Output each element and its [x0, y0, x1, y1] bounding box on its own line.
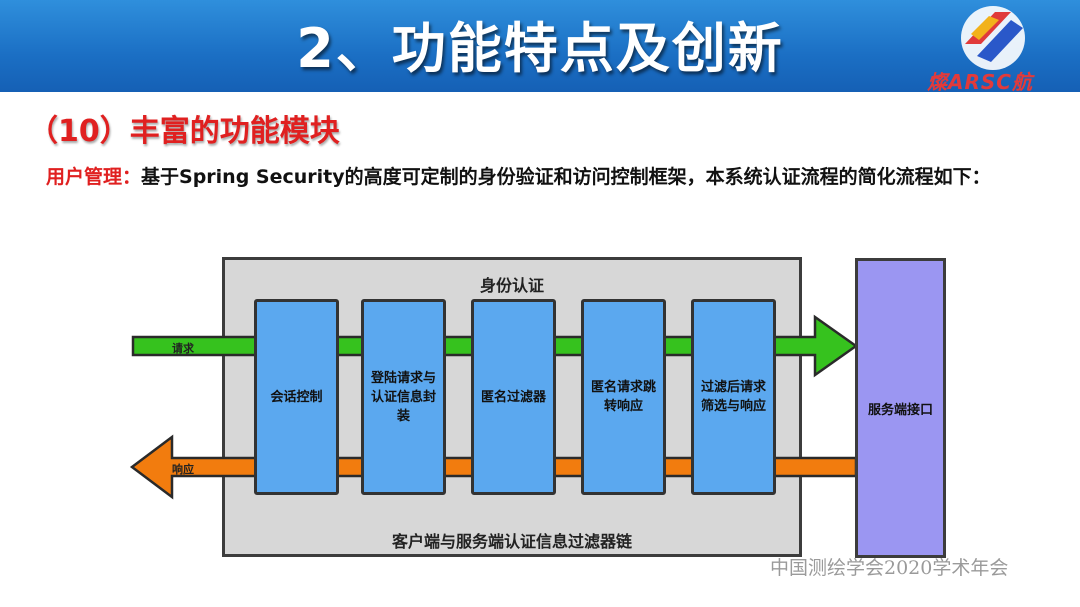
- filter-session-control: 会话控制: [254, 299, 339, 495]
- filter-anonymous: 匿名过滤器: [471, 299, 556, 495]
- conference-watermark: 中国测绘学会2020学术年会: [770, 557, 1009, 579]
- filter-anonymous-redirect: 匿名请求跳转响应: [581, 299, 666, 495]
- description-lead: 用户管理：: [46, 166, 142, 188]
- server-interface-box: 服务端接口: [855, 258, 946, 558]
- title-banner: 2、功能特点及创新 燦ARSC航: [0, 0, 1080, 94]
- server-interface-label: 服务端接口: [867, 402, 933, 418]
- filter-login-request: 登陆请求与认证信息封装: [361, 299, 446, 495]
- description-paragraph: 用户管理：基于Spring Security的高度可定制的身份验证和访问控制框架…: [46, 164, 1036, 190]
- response-label: 响应: [172, 463, 194, 476]
- slide-title: 2、功能特点及创新: [296, 17, 784, 80]
- filter-chain-label: 客户端与服务端认证信息过滤器链: [391, 532, 632, 551]
- section-subtitle: （10）丰富的功能模块: [28, 114, 340, 149]
- logo-emblem-icon: [961, 6, 1025, 70]
- identity-auth-label: 身份认证: [479, 276, 544, 295]
- filter-request-screening: 过滤后请求筛选与响应: [691, 299, 776, 495]
- logo-text: 燦ARSC航: [927, 70, 1033, 94]
- description-text: 基于Spring Security的高度可定制的身份验证和访问控制框架，本系统认…: [141, 166, 991, 188]
- arsc-logo: 燦ARSC航: [915, 4, 1045, 94]
- request-label: 请求: [172, 342, 194, 355]
